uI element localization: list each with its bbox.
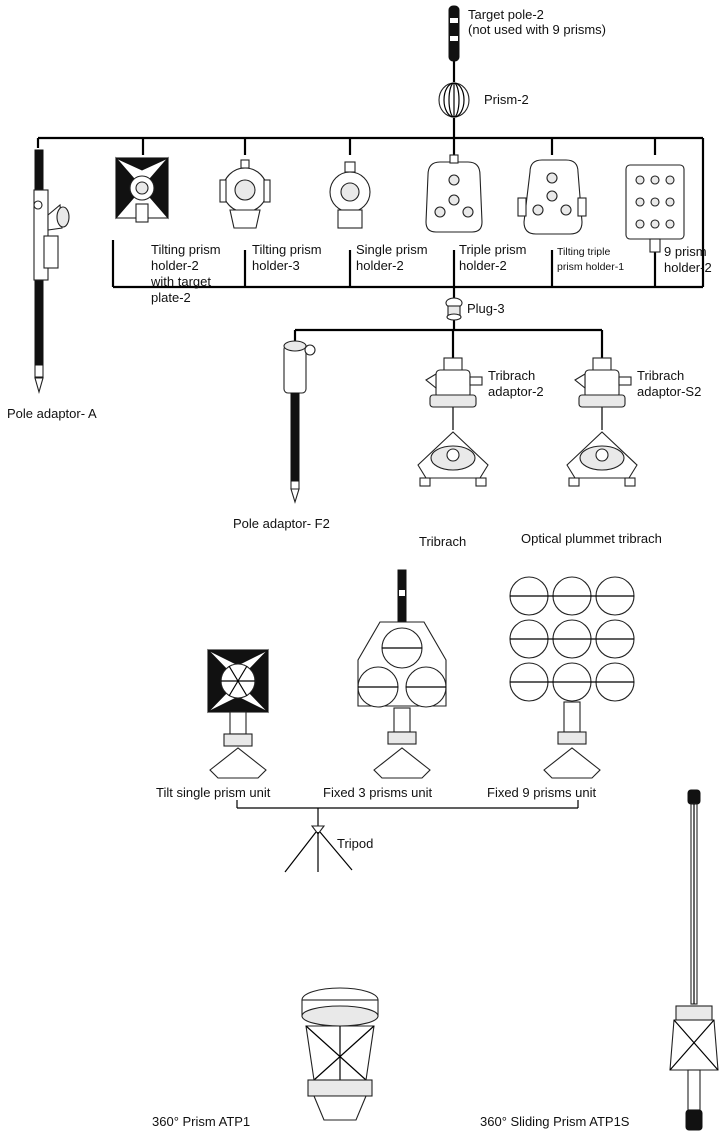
label-prism-atp1: 360° Prism ATP1 bbox=[152, 1114, 250, 1129]
label-triple-prism-holder-2: Triple prism holder-2 bbox=[459, 242, 526, 274]
triple-prism-holder-2-icon bbox=[426, 155, 482, 232]
label-tilting-triple-prism-holder-1: Tilting triple prism holder-1 bbox=[557, 245, 624, 275]
label-sliding-prism-atp1s: 360° Sliding Prism ATP1S bbox=[480, 1114, 629, 1129]
label-nine-prism-holder-2: 9 prism holder-2 bbox=[664, 244, 712, 276]
prism-atp1-icon bbox=[302, 988, 378, 1120]
tribrach-icon bbox=[418, 432, 488, 486]
label-tribrach-adaptor-s2: Tribrach adaptor-S2 bbox=[637, 368, 701, 400]
label-tripod: Tripod bbox=[337, 836, 373, 851]
sliding-prism-atp1s-icon bbox=[670, 790, 718, 1130]
tilting-prism-holder-2-icon bbox=[116, 158, 168, 222]
label-optical-plummet-tribrach: Optical plummet tribrach bbox=[521, 531, 662, 546]
label-tilting-prism-holder-2: Tilting prism holder-2 with target plate… bbox=[151, 242, 221, 306]
label-pole-adaptor-a: Pole adaptor- A bbox=[7, 406, 97, 421]
pole-adaptor-a-icon bbox=[34, 150, 69, 392]
label-tilting-prism-holder-3: Tilting prism holder-3 bbox=[252, 242, 322, 274]
single-prism-holder-2-icon bbox=[330, 162, 370, 228]
fixed-3-prisms-unit-icon bbox=[358, 570, 446, 778]
label-prism-2: Prism-2 bbox=[484, 92, 529, 107]
label-fixed-9-prisms-unit: Fixed 9 prisms unit bbox=[487, 785, 596, 800]
label-tilt-single-prism-unit: Tilt single prism unit bbox=[156, 785, 270, 800]
optical-plummet-tribrach-icon bbox=[567, 432, 637, 486]
prism-2-icon bbox=[439, 83, 469, 117]
label-target-pole-2: Target pole-2 (not used with 9 prisms) bbox=[468, 7, 606, 37]
nine-prism-holder-2-icon bbox=[626, 165, 684, 252]
tribrach-adaptor-2-icon bbox=[426, 358, 482, 407]
tilting-prism-holder-3-icon bbox=[220, 160, 270, 228]
label-tribrach-adaptor-2: Tribrach adaptor-2 bbox=[488, 368, 544, 400]
label-fixed-3-prisms-unit: Fixed 3 prisms unit bbox=[323, 785, 432, 800]
tilting-triple-prism-holder-1-icon bbox=[518, 160, 586, 234]
target-pole-2-icon bbox=[449, 6, 459, 61]
tribrach-adaptor-s2-icon bbox=[575, 358, 631, 407]
tilt-single-prism-unit-icon bbox=[208, 650, 268, 778]
plug-3-icon bbox=[446, 298, 462, 320]
label-plug-3: Plug-3 bbox=[467, 301, 505, 316]
label-tribrach: Tribrach bbox=[419, 534, 466, 549]
label-pole-adaptor-f2: Pole adaptor- F2 bbox=[233, 516, 330, 531]
pole-adaptor-f2-icon bbox=[284, 341, 315, 502]
label-single-prism-holder-2: Single prism holder-2 bbox=[356, 242, 428, 274]
fixed-9-prisms-unit-icon bbox=[510, 577, 634, 778]
